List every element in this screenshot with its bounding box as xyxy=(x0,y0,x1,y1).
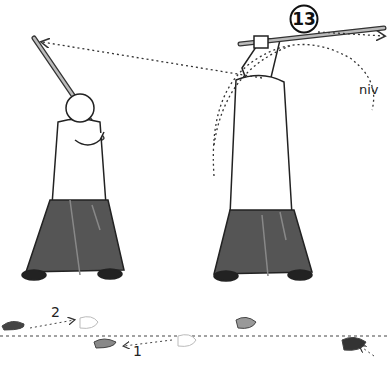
right-figure xyxy=(214,28,384,281)
note-text: niv xyxy=(359,82,379,97)
step-circle: 13 xyxy=(289,4,319,34)
footprints xyxy=(0,317,388,356)
step-number: 1 xyxy=(133,343,142,359)
left-figure xyxy=(22,38,124,280)
callout-number: 13 xyxy=(292,9,316,29)
step-number: 2 xyxy=(51,304,60,320)
motion-lines xyxy=(42,32,384,176)
